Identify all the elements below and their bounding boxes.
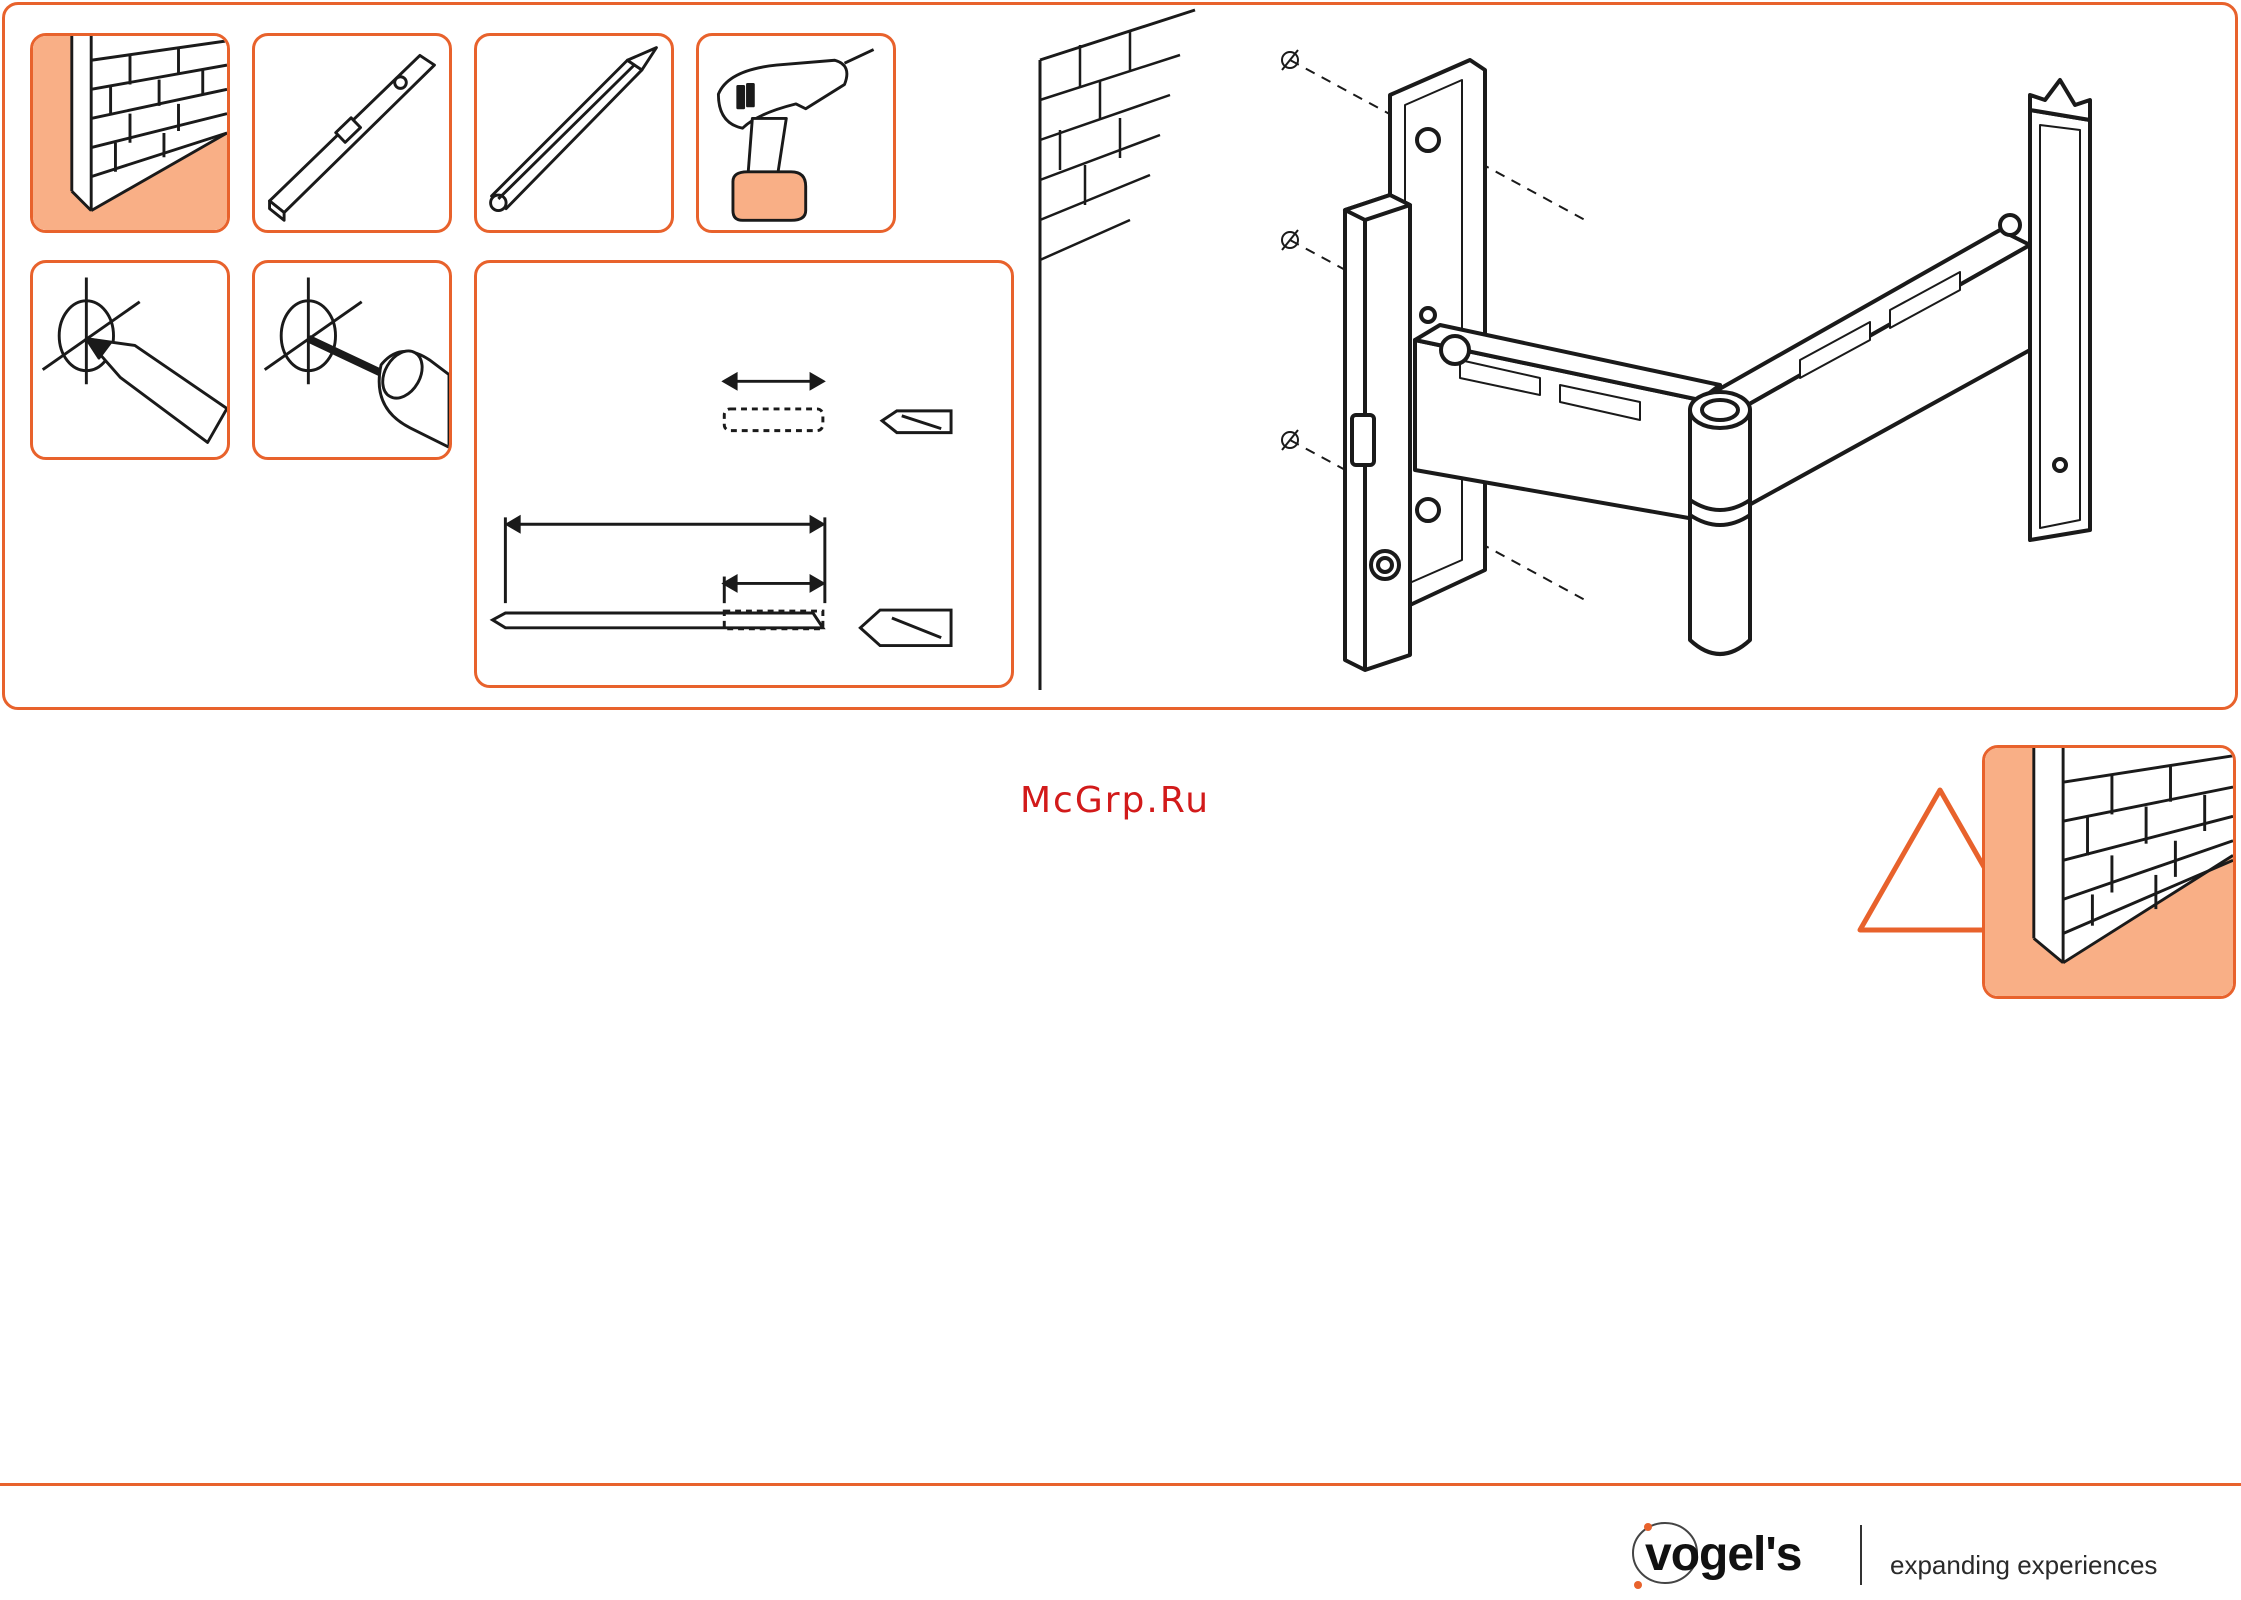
brand-tagline: expanding experiences [1890,1550,2157,1581]
spirit-level-icon [255,36,449,230]
cordless-drill-icon [699,36,893,230]
brand-wordmark: vogel's [1645,1527,1801,1582]
drill-hole-icon [255,263,449,457]
watermark-text: McGrp.Ru [1020,780,1210,821]
tool-panel-wall [30,33,230,233]
drill-depth-icon [477,263,1011,685]
footer-divider [0,1483,2241,1486]
pencil-icon [477,36,671,230]
warning-wall-panel [1982,745,2236,999]
step-panel-depth [474,260,1014,688]
brick-wall-icon [33,36,227,230]
tool-panel-pencil [474,33,674,233]
brand-divider [1860,1525,1862,1585]
step-panel-mark [30,260,230,460]
step-panel-drill [252,260,452,460]
mark-hole-icon [33,263,227,457]
brick-wall-icon [1985,748,2233,996]
tool-panel-drill [696,33,896,233]
tool-panel-level [252,33,452,233]
wall-bracket-diagram [1030,0,2230,700]
